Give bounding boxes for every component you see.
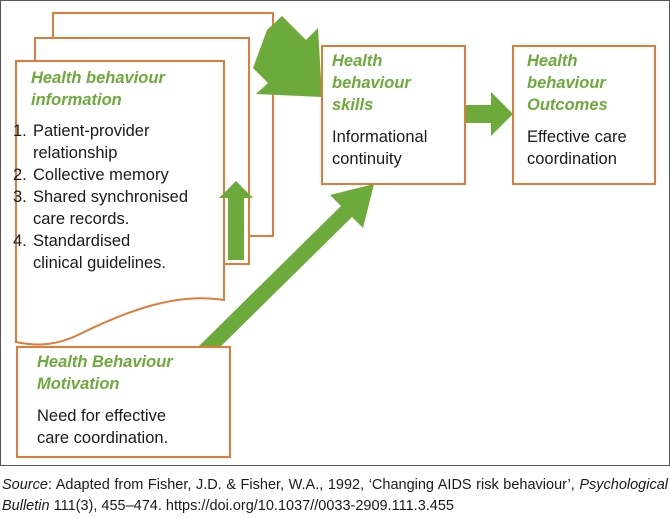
skills-title: Health behaviour skills (332, 52, 411, 114)
arrow-skills-to-outcomes (466, 92, 513, 136)
source-label: Source (2, 477, 48, 493)
information-item-number: 4. (13, 232, 27, 250)
motivation-box: Health Behaviour Motivation Need for eff… (16, 346, 231, 458)
diagram-canvas (15, 12, 513, 357)
motivation-body: Need for effective care coordination. (37, 407, 169, 447)
information-list: 1. Patient-provider relationship 2. Collec… (13, 120, 223, 274)
information-item-number: 2. (13, 166, 27, 184)
outcomes-title: Health behaviour Outcomes (527, 52, 608, 114)
information-item-text: Standardised clinical guidelines. (33, 232, 166, 272)
source-text-2: 111(3), 455–474. https://doi.org/10.1037… (49, 498, 454, 514)
information-item: 4. Standardised clinical guidelines. (13, 230, 223, 274)
outcomes-body: Effective care coordination (527, 128, 627, 168)
arrow-motivation-up (219, 181, 253, 260)
source-journal: Psychological Bulletin (2, 477, 668, 514)
skills-box: Health behaviour skills Informational co… (321, 45, 466, 185)
information-document-shape (15, 60, 225, 346)
arrow-motivation-to-skills (199, 184, 374, 357)
information-item: 2. Collective memory (13, 164, 223, 186)
information-item-text: Collective memory (33, 166, 169, 184)
motivation-title: Health Behaviour Motivation (37, 353, 173, 393)
information-item-text: Shared synchronised care records. (33, 188, 189, 228)
skills-body: Informational continuity (332, 128, 428, 168)
information-item-number: 1. (13, 122, 27, 140)
outcomes-box: Health behaviour Outcomes Effective care… (512, 45, 656, 185)
information-item: 1. Patient-provider relationship (13, 120, 223, 164)
arrow-information-to-skills (253, 16, 322, 97)
information-item-number: 3. (13, 188, 27, 206)
source-caption: Source: Adapted from Fisher, J.D. & Fish… (2, 475, 668, 517)
source-text-1: : Adapted from Fisher, J.D. & Fisher, W.… (47, 477, 580, 493)
information-title: Health behaviour information (31, 69, 165, 109)
information-item-text: Patient-provider relationship (33, 122, 150, 162)
information-item: 3. Shared synchronised care records. (13, 186, 223, 230)
